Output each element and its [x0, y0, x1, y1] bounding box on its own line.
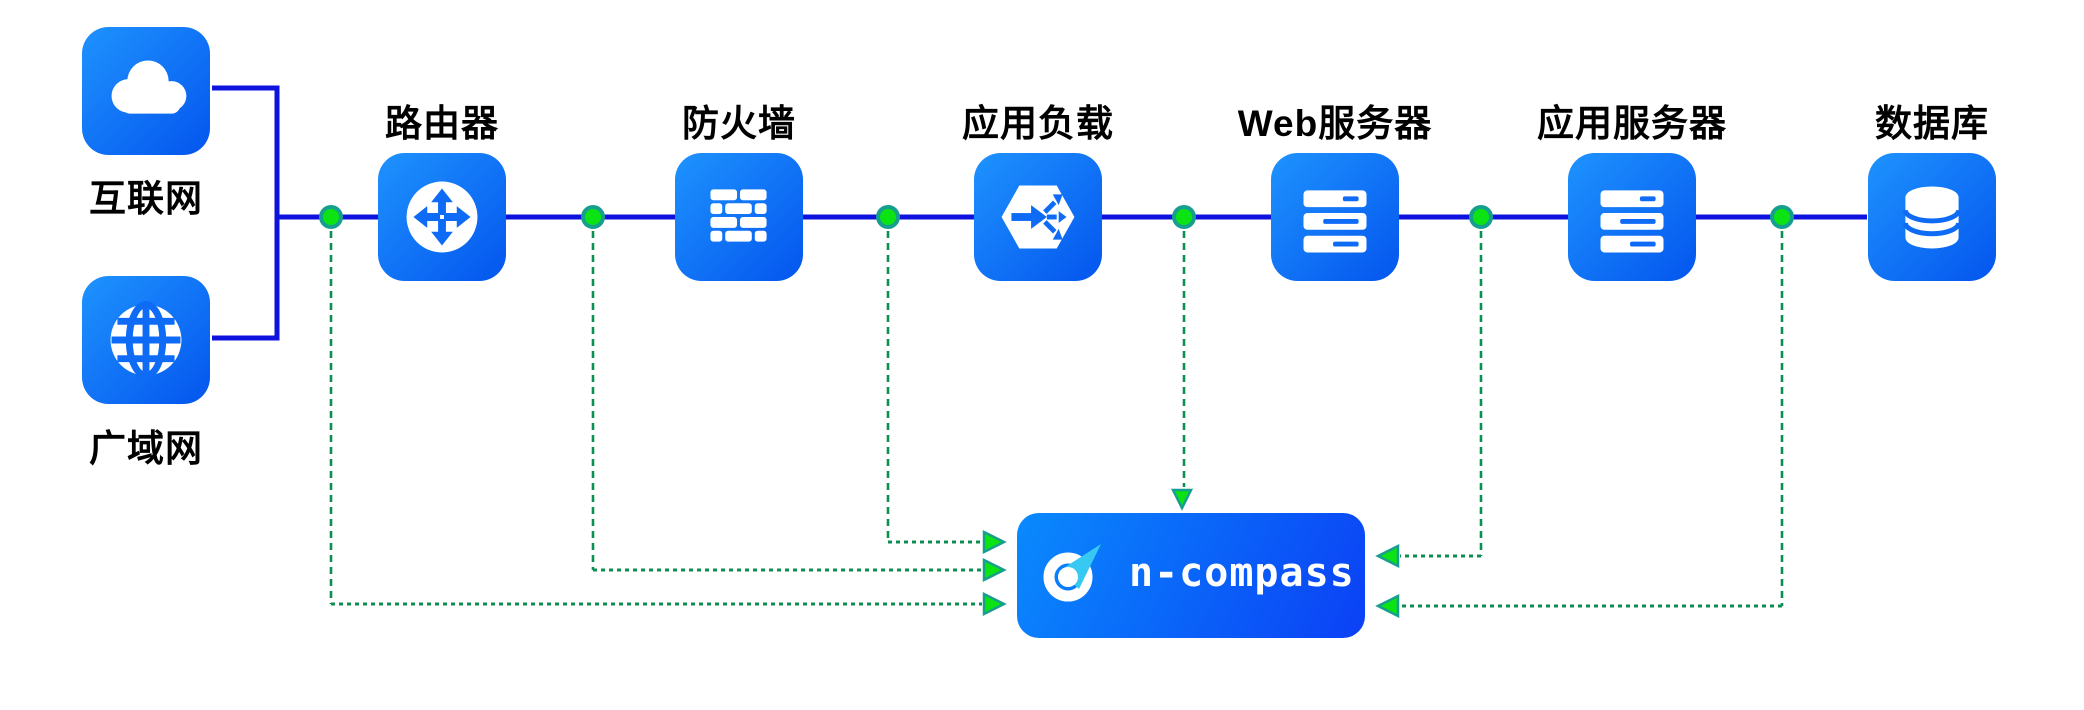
- monitor-brand-text: n-compass: [1129, 549, 1355, 596]
- database-icon: [1868, 153, 1996, 281]
- server-icon: [1271, 153, 1399, 281]
- server-icon: [1568, 153, 1696, 281]
- router-icon: [378, 153, 506, 281]
- internet-node: [80, 27, 212, 155]
- wan-node: [80, 276, 212, 404]
- arrowhead-into-monitor-left-middle: [982, 557, 1007, 583]
- load-balancer-node: [973, 153, 1103, 283]
- web-server-label: Web服务器: [1237, 103, 1433, 144]
- tap-dot: [1473, 209, 1489, 225]
- arrowhead-into-monitor-right-bottom: [1375, 593, 1400, 619]
- tap-dot: [1774, 209, 1790, 225]
- tap-points: [319, 205, 1794, 229]
- tap-dot: [880, 209, 896, 225]
- router-label: 路由器: [385, 103, 499, 144]
- source-junction-line: [212, 85, 280, 341]
- firewall-label: 防火墙: [682, 103, 796, 144]
- firewall-icon: [675, 153, 803, 281]
- tap-dot: [1176, 209, 1192, 225]
- compass-logo-icon: [1043, 544, 1101, 602]
- internet-label: 互联网: [89, 178, 203, 219]
- tap-dot: [323, 209, 339, 225]
- firewall-node: [674, 153, 804, 283]
- arrowhead-into-monitor-left-bottom: [982, 591, 1007, 617]
- app-server-label: 应用服务器: [1537, 103, 1727, 144]
- database-node: [1867, 153, 1997, 283]
- arrowhead-into-monitor-right-top: [1375, 543, 1400, 569]
- router-node: [377, 153, 507, 283]
- load-balancer-icon: [974, 153, 1102, 281]
- app-server-node: [1567, 153, 1697, 283]
- cloud-icon: [82, 27, 210, 155]
- monitor-box: n-compass: [1017, 513, 1365, 638]
- globe-icon: [82, 276, 210, 404]
- arrowhead-into-monitor-left-top: [982, 529, 1007, 555]
- database-label: 数据库: [1875, 103, 1989, 144]
- web-server-node: [1270, 153, 1400, 283]
- arrowhead-into-monitor-top: [1170, 488, 1194, 511]
- load-balancer-label: 应用负载: [962, 103, 1114, 144]
- wan-label: 广域网: [89, 428, 203, 469]
- tap-dot: [585, 209, 601, 225]
